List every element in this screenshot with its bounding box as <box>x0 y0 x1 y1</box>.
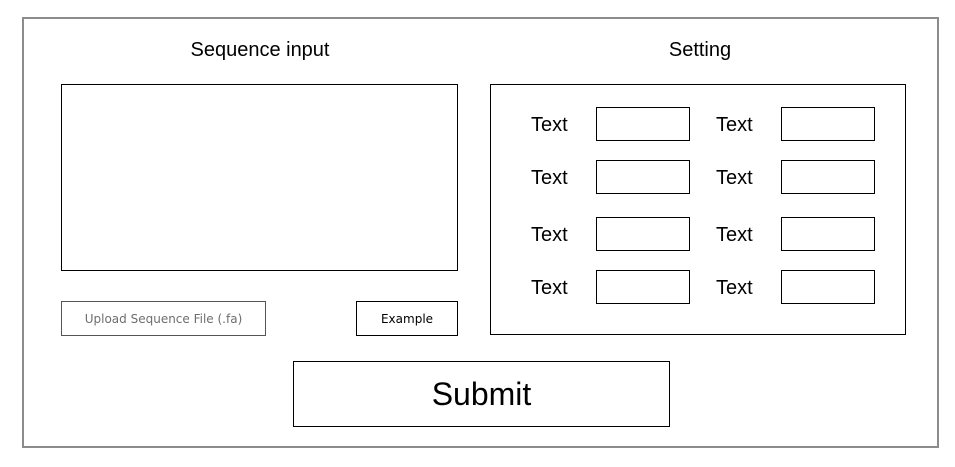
setting-label-1-right: Text <box>716 114 753 136</box>
setting-title: Setting <box>668 39 732 61</box>
sequence-textarea[interactable] <box>61 84 458 271</box>
setting-input-1-right[interactable] <box>781 107 875 141</box>
setting-input-2-right[interactable] <box>781 160 875 194</box>
upload-sequence-file-button[interactable]: Upload Sequence File (.fa) <box>61 301 266 336</box>
setting-input-1-left[interactable] <box>596 107 690 141</box>
setting-label-4-left: Text <box>531 277 568 299</box>
setting-label-3-right: Text <box>716 224 753 246</box>
setting-label-4-right: Text <box>716 277 753 299</box>
submit-button[interactable]: Submit <box>293 361 670 427</box>
setting-input-3-right[interactable] <box>781 217 875 251</box>
setting-input-4-right[interactable] <box>781 270 875 304</box>
setting-input-2-left[interactable] <box>596 160 690 194</box>
setting-input-3-left[interactable] <box>596 217 690 251</box>
setting-label-2-left: Text <box>531 167 568 189</box>
settings-panel <box>490 84 906 335</box>
example-button[interactable]: Example <box>356 301 458 336</box>
setting-label-1-left: Text <box>531 114 568 136</box>
setting-label-2-right: Text <box>716 167 753 189</box>
main-frame <box>22 17 939 448</box>
setting-input-4-left[interactable] <box>596 270 690 304</box>
sequence-input-title: Sequence input <box>190 39 330 61</box>
setting-label-3-left: Text <box>531 224 568 246</box>
